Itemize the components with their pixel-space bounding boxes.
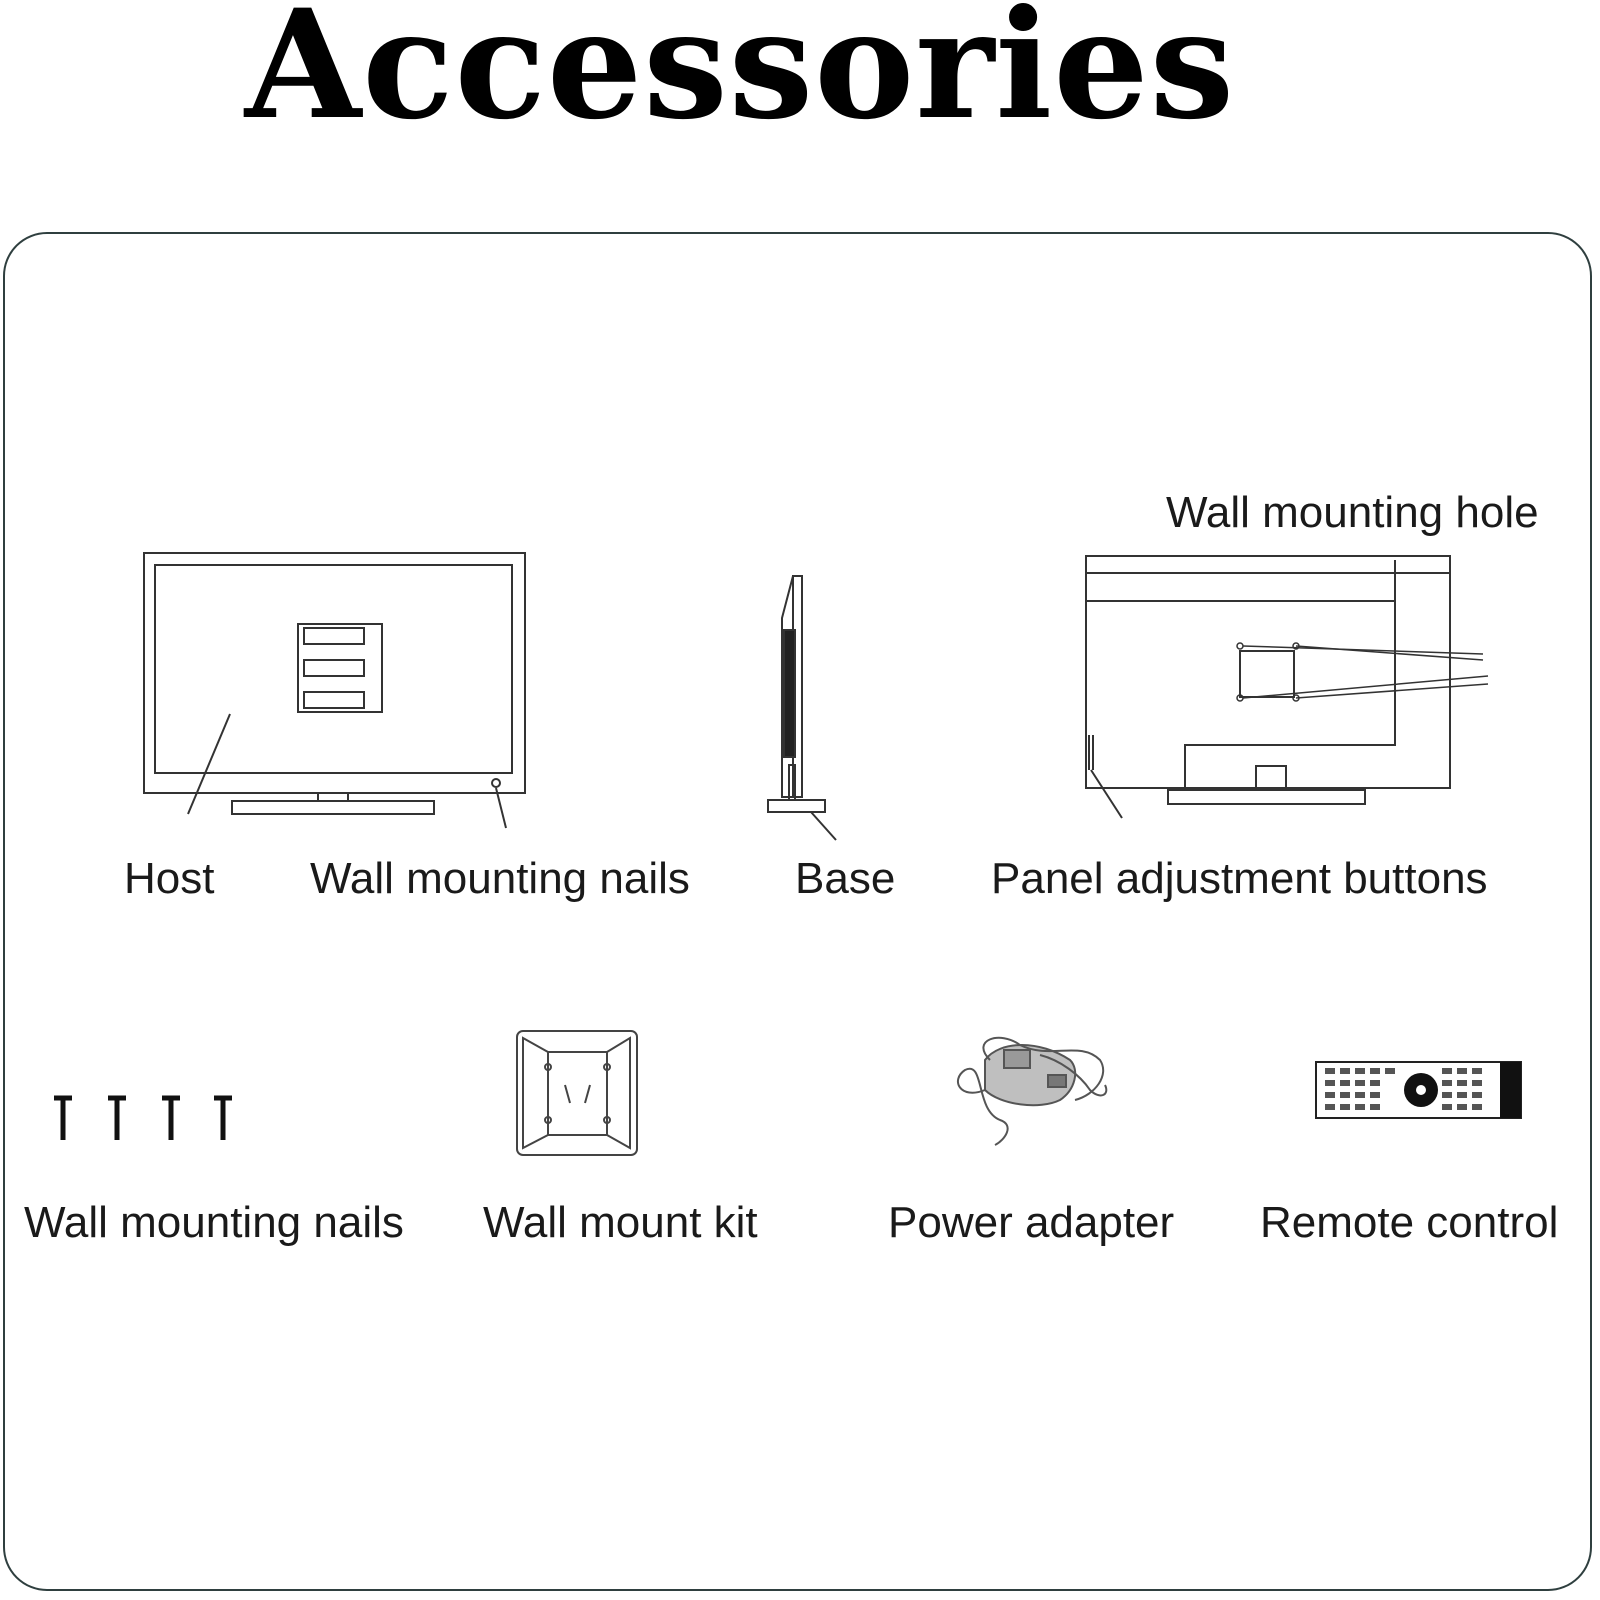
label-base: Base — [795, 854, 896, 903]
tv-side-illustration — [767, 575, 837, 841]
label-wall-mounting-nails-bottom: Wall mounting nails — [24, 1198, 404, 1247]
accessories-frame — [3, 232, 1592, 1591]
menu-icon — [297, 623, 383, 713]
label-power-adapter: Power adapter — [888, 1198, 1175, 1247]
tv-front-illustration — [143, 552, 526, 829]
tv-back-illustration — [1085, 555, 1489, 819]
label-wall-mounting-hole: Wall mounting hole — [1166, 488, 1539, 537]
label-wall-mounting-nails-top: Wall mounting nails — [310, 854, 690, 903]
label-host: Host — [124, 854, 215, 903]
nails-illustration — [54, 1095, 232, 1140]
page-title: Accessories — [244, 0, 1236, 153]
wall-mounting-hole-marks — [1236, 642, 1489, 702]
remote-control-illustration — [1315, 1061, 1522, 1119]
label-remote-control: Remote control — [1260, 1198, 1559, 1247]
power-adapter-illustration — [956, 1036, 1108, 1146]
wall-mount-kit-illustration — [516, 1030, 638, 1156]
label-wall-mount-kit: Wall mount kit — [483, 1198, 758, 1247]
label-panel-adjustment-buttons: Panel adjustment buttons — [991, 854, 1488, 903]
